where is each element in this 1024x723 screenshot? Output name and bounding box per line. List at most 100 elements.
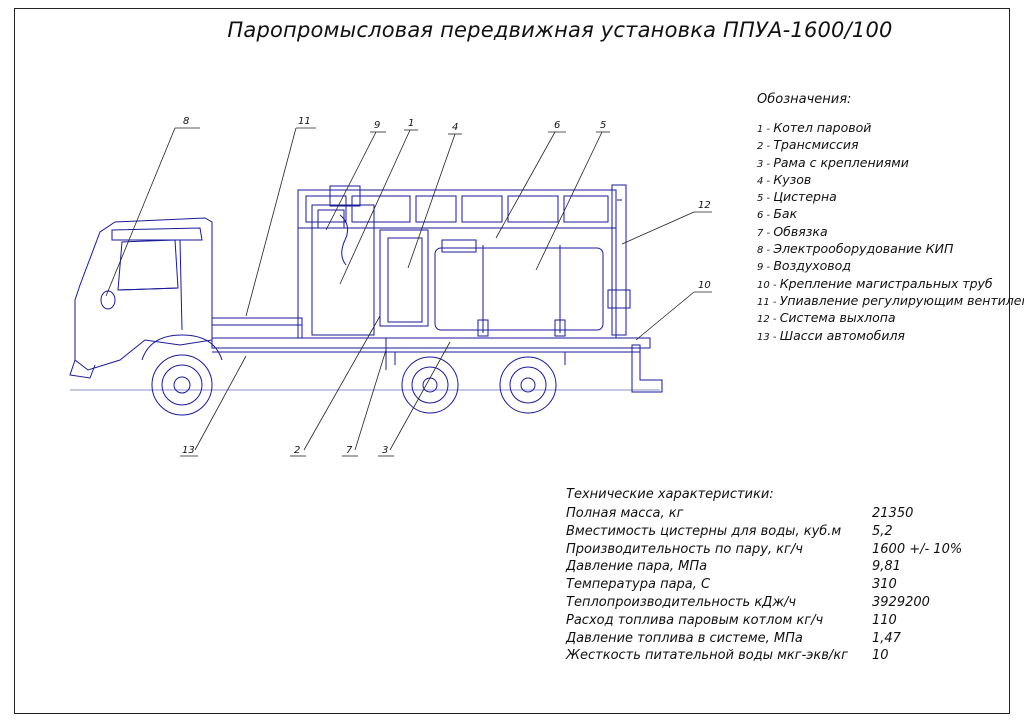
- legend-item: 7 - Обвязка: [757, 223, 1007, 240]
- legend-item: 11 - Упиавление регулирующим вентилем: [757, 292, 1024, 309]
- legend-item-number: 1: [757, 124, 764, 135]
- legend-item-text: Бак: [773, 206, 798, 222]
- legend-item-text: Котел паровой: [773, 120, 872, 135]
- spec-name: Давление топлива в системе, МПа: [566, 630, 803, 646]
- legend-separator: -: [763, 175, 774, 187]
- legend-separator: -: [763, 210, 774, 222]
- rear-wheel-2: [499, 356, 557, 414]
- legend-item: 8 - Электрооборудование КИП: [757, 240, 1007, 257]
- spec-name: Давление пара, МПа: [566, 559, 708, 575]
- legend-separator: -: [763, 158, 774, 170]
- callout-8: 8: [183, 116, 189, 127]
- callout-6: 6: [554, 120, 560, 131]
- spec-row: Давление топлива в системе, МПа 1,47: [566, 630, 986, 648]
- legend-separator: -: [763, 245, 774, 257]
- legend-separator: -: [763, 227, 774, 239]
- drawing-frame: [14, 8, 1010, 714]
- legend-item: 12 - Система выхлопа: [757, 309, 1007, 326]
- callout-7: 7: [346, 445, 353, 456]
- callout-4: 4: [452, 122, 458, 133]
- water-tank: [434, 247, 604, 331]
- legend-separator: -: [763, 193, 774, 205]
- legend-separator: -: [763, 262, 774, 274]
- chassis-frame: [211, 337, 651, 349]
- spec-row: Расход топлива паровым котлом кг/ч 110: [566, 612, 986, 630]
- spec-row: Жесткость питательной воды мкг-экв/кг 10: [566, 647, 986, 665]
- legend-item: 1 - Котел паровой: [757, 119, 1007, 136]
- spec-name: Температура пара, С: [566, 577, 711, 593]
- legend-item-text: Воздуховод: [773, 258, 851, 274]
- legend-item: 2 - Трансмиссия: [757, 136, 1007, 153]
- spec-name: Вместимость цистерны для воды, куб.м: [566, 523, 842, 539]
- spec-value: 310: [872, 577, 897, 593]
- legend-item-number: 6: [757, 210, 764, 222]
- spec-row: Давление пара, МПа 9,81: [566, 558, 986, 576]
- legend-item: 4 - Кузов: [757, 171, 1007, 188]
- legend-item-text: Крепление магистральных труб: [779, 275, 993, 291]
- callout-3: 3: [382, 445, 388, 456]
- callout-11: 11: [298, 116, 311, 127]
- spec-name: Жесткость питательной воды мкг-экв/кг: [566, 648, 848, 664]
- spec-value: 1600 +/- 10%: [872, 541, 963, 557]
- legend-item: 5 - Цистерна: [757, 188, 1007, 205]
- legend-item-text: Система выхлопа: [779, 310, 896, 326]
- legend-item-number: 7: [757, 227, 764, 239]
- spec-value: 5,2: [872, 523, 893, 539]
- spec-value: 9,81: [872, 559, 901, 575]
- cab-window: [117, 239, 179, 291]
- legend-item-text: Обвязка: [773, 223, 828, 239]
- legend-item-text: Рама с креплениями: [773, 154, 909, 170]
- spec-value: 3929200: [872, 594, 930, 610]
- legend-item-text: Шасси автомобиля: [779, 327, 905, 343]
- spec-row: Вместимость цистерны для воды, куб.м 5,2: [566, 523, 986, 541]
- legend-heading: Обозначения:: [757, 92, 852, 107]
- spec-name: Теплопроизводительность кДж/ч: [566, 594, 797, 610]
- spec-value: 1,47: [872, 630, 901, 646]
- legend-item: 6 - Бак: [757, 205, 1007, 222]
- legend-item-number: 3: [757, 158, 764, 170]
- callout-2: 2: [294, 445, 300, 456]
- specs-table: Технические характеристики: Полная масса…: [566, 487, 986, 665]
- legend-item: 10 - Крепление магистральных труб: [757, 275, 1007, 292]
- callout-12: 12: [698, 200, 711, 211]
- legend-separator: -: [769, 331, 780, 343]
- callout-1: 1: [408, 118, 414, 129]
- spec-value: 110: [872, 612, 897, 628]
- drawing-title: Паропромысловая передвижная установка ПП…: [227, 18, 893, 42]
- legend-item-text: Трансмиссия: [773, 137, 859, 153]
- legend-item: 13 - Шасси автомобиля: [757, 327, 1007, 344]
- spec-value: 10: [872, 648, 889, 664]
- legend-item-number: 8: [757, 245, 764, 257]
- body-frame: [297, 189, 617, 339]
- callout-5: 5: [600, 120, 606, 131]
- callout-9: 9: [374, 120, 380, 131]
- callout-10: 10: [698, 280, 711, 291]
- spec-row: Температура пара, С 310: [566, 576, 986, 594]
- legend-item-number: 4: [757, 175, 764, 187]
- headlight: [100, 290, 116, 310]
- legend-item-text: Кузов: [773, 171, 812, 187]
- legend-item-number: 2: [757, 141, 764, 153]
- rear-wheel-1: [401, 356, 459, 414]
- legend-item-number: 11: [757, 296, 770, 308]
- spec-name: Расход топлива паровым котлом кг/ч: [566, 612, 824, 628]
- legend-item-number: 10: [757, 279, 770, 291]
- legend-item-number: 5: [757, 193, 764, 205]
- callout-13: 13: [182, 445, 195, 456]
- legend-item: 9 - Воздуховод: [757, 257, 1007, 274]
- legend-item-text: Цистерна: [773, 189, 837, 205]
- legend-separator: -: [763, 141, 774, 153]
- legend-item-number: 13: [757, 331, 770, 343]
- legend-separator: -: [769, 296, 780, 308]
- front-wheel: [151, 354, 213, 416]
- spec-name: Полная масса, кг: [566, 506, 684, 521]
- spec-row: Теплопроизводительность кДж/ч 3929200: [566, 594, 986, 612]
- specs-heading: Технические характеристики:: [566, 487, 774, 502]
- legend-item-text: Электрооборудование КИП: [773, 241, 954, 257]
